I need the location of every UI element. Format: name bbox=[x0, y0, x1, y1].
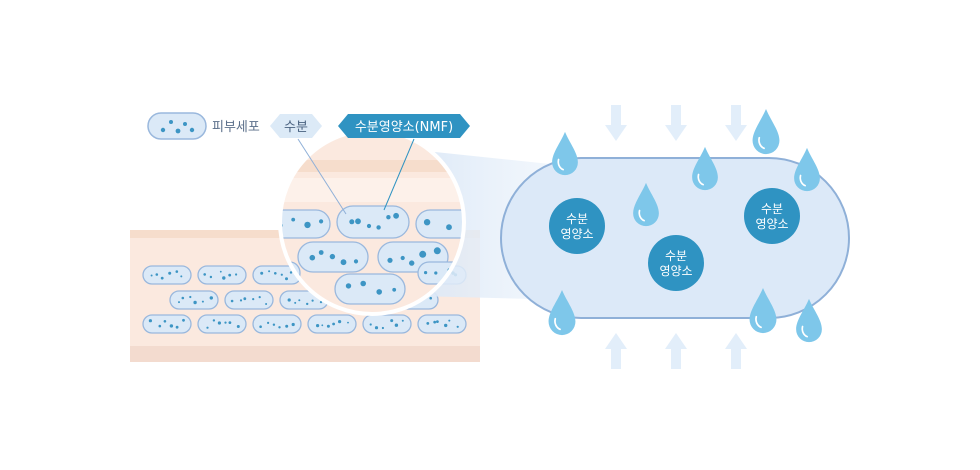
nmf-line2: 영양소 bbox=[659, 264, 692, 278]
legend-cell-label: 피부세포 bbox=[212, 120, 260, 135]
skin-cell bbox=[280, 209, 331, 239]
skin-cell bbox=[307, 314, 357, 334]
water-drop-icon bbox=[691, 146, 719, 192]
legend-nmf-label: 수분영양소(NMF) bbox=[355, 120, 453, 135]
legend-water-label: 수분 bbox=[284, 120, 308, 135]
nmf-particle: 수분 영양소 bbox=[648, 235, 704, 291]
arrows-down bbox=[605, 105, 747, 141]
skin-cell bbox=[297, 241, 369, 273]
legend: 피부세포 수분 수분영양소(NMF) bbox=[147, 112, 470, 215]
nmf-line1: 수분 bbox=[665, 249, 687, 263]
nmf-particle: 수분 영양소 bbox=[744, 188, 800, 244]
water-pointer-line bbox=[297, 138, 347, 215]
nmf-line2: 영양소 bbox=[755, 217, 788, 231]
nmf-pointer-line bbox=[383, 138, 415, 211]
nmf-line1: 수분 bbox=[761, 202, 783, 216]
skin-cell bbox=[252, 314, 302, 334]
skin-cell bbox=[169, 290, 219, 310]
water-drop-icon bbox=[793, 147, 821, 193]
arrow-down-icon bbox=[665, 105, 687, 141]
nmf-particle: 수분 영양소 bbox=[549, 198, 605, 254]
legend-nmf-tag bbox=[338, 114, 470, 138]
arrow-down-icon bbox=[725, 105, 747, 141]
skin-cell bbox=[224, 290, 274, 310]
arrows-up bbox=[605, 333, 747, 369]
arrow-up-icon bbox=[605, 333, 627, 369]
skin-bottom-band bbox=[130, 346, 480, 362]
skin-cell bbox=[142, 314, 192, 334]
arrow-up-icon bbox=[665, 333, 687, 369]
skin-cell bbox=[197, 265, 247, 285]
skin-cell bbox=[197, 314, 247, 334]
skin-cell bbox=[334, 273, 406, 305]
arrow-down-icon bbox=[605, 105, 627, 141]
skin-cell bbox=[142, 265, 192, 285]
legend-water-tag bbox=[270, 114, 322, 138]
water-drop-icon bbox=[551, 131, 579, 177]
water-drop-icon bbox=[751, 108, 781, 155]
nmf-line2: 영양소 bbox=[560, 227, 593, 241]
arrow-up-icon bbox=[725, 333, 747, 369]
legend-cell-icon bbox=[147, 112, 207, 140]
nmf-line1: 수분 bbox=[566, 212, 588, 226]
skin-cell bbox=[336, 205, 410, 239]
skin-cell bbox=[362, 314, 412, 334]
skin-cell bbox=[417, 314, 467, 334]
